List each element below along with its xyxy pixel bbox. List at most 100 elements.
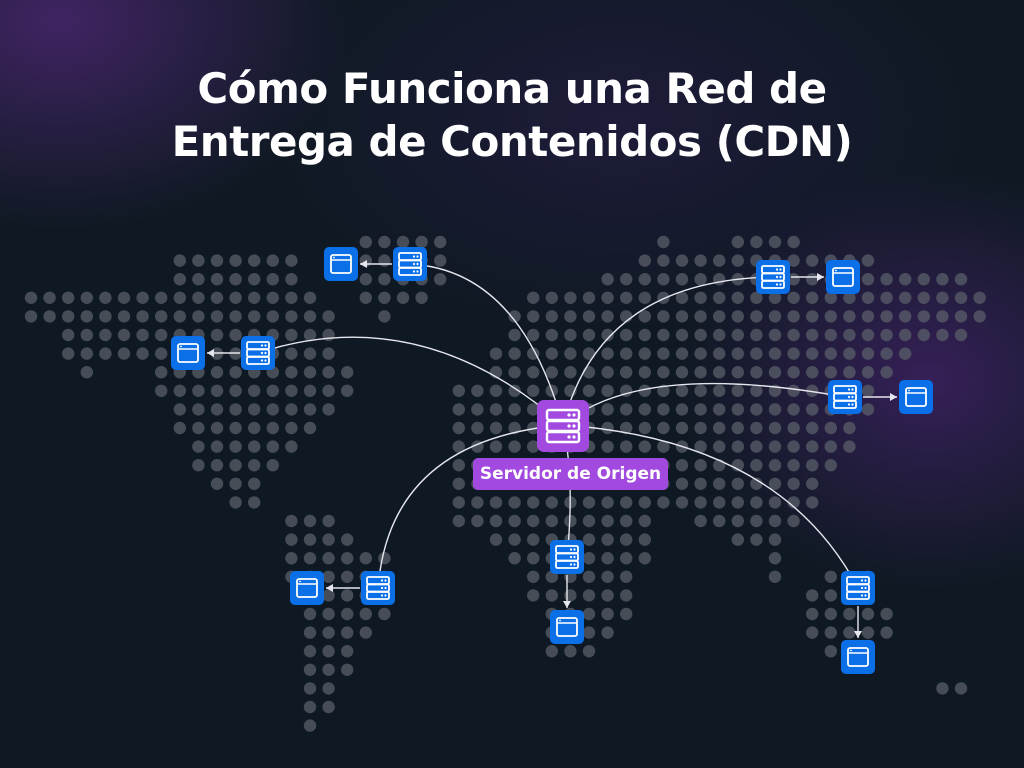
map-dot [117,291,131,304]
arrow-head [890,393,897,401]
map-dot [527,384,540,397]
map-dot [489,514,503,528]
map-dot [954,328,968,342]
map-dot [694,384,707,397]
map-dot [80,310,94,323]
map-dot [545,347,558,360]
map-dot [601,514,614,528]
edge-server-asia-east [828,380,862,414]
map-dot [117,347,131,360]
map-dot [638,514,651,528]
map-dot [768,328,782,342]
map-dot [601,440,614,453]
map-dot [173,421,186,435]
map-dot [582,645,596,658]
map-dot [601,421,614,435]
map-dot [471,514,484,528]
map-dot [750,347,763,360]
edge-server-africa [550,540,584,574]
map-dot [675,366,689,379]
map-dot [527,440,540,453]
map-dot [861,328,875,342]
map-dot [210,291,224,304]
map-dot [861,273,875,286]
map-dot [210,403,224,416]
map-dot [378,273,391,286]
map-dot [694,496,707,509]
map-dot [601,589,614,602]
map-dot [285,310,298,323]
map-dot [210,254,224,267]
map-dot [248,496,261,509]
map-dot [508,366,521,379]
map-dot [843,347,856,360]
map-dot [489,496,503,509]
map-dot [675,403,689,416]
map-dot [80,347,94,360]
map-dot [341,366,354,379]
map-dot [527,514,540,528]
map-dot [880,347,893,360]
map-dot [694,273,707,286]
map-dot [322,384,335,397]
map-dot [787,514,800,528]
map-dot [843,607,856,621]
map-dot [99,310,112,323]
map-dot [880,310,893,323]
map-dot [322,570,335,583]
map-dot [210,328,224,342]
map-dot [768,440,782,453]
edge-server-north-america-north [393,247,427,281]
map-dot [303,626,317,639]
map-dot [489,347,503,360]
map-dot [303,700,317,714]
map-dot [675,273,689,286]
map-dot [638,440,651,453]
map-dot [806,607,819,621]
client-browser-africa [550,610,584,644]
map-dot [713,291,726,304]
map-dot [675,421,689,435]
map-dot [787,440,800,453]
map-dot [285,328,298,342]
map-dot [675,291,689,304]
map-dot [155,384,168,397]
map-dot [210,440,224,453]
map-dot [787,384,800,397]
map-dot [675,254,689,267]
map-dot [657,254,670,267]
map-dot [396,235,410,249]
map-dot [787,366,800,379]
map-dot [359,291,372,304]
origin-server-node [537,400,589,452]
map-dot [936,273,949,286]
map-dot [136,347,149,360]
map-dot [936,682,949,695]
map-dot [638,273,651,286]
map-dot [452,477,465,490]
map-dot [843,421,856,435]
map-dot [341,533,354,546]
browser-window-icon [296,578,318,598]
map-dot [620,347,633,360]
map-dot [210,421,224,435]
map-dot [285,421,298,435]
map-dot [61,291,75,304]
map-dot [638,403,651,416]
map-dot [303,533,317,546]
map-dot [545,589,558,602]
map-dot [638,366,651,379]
map-dot [917,328,930,342]
map-dot [954,310,968,323]
map-dot [768,477,782,490]
map-dot [713,366,726,379]
map-dot [564,291,577,304]
map-dot [731,291,744,304]
map-dot [638,384,651,397]
map-dot [787,496,800,509]
map-dot [750,459,763,472]
map-dot [601,570,614,583]
map-dot [601,328,614,342]
map-dot [248,403,261,416]
map-dot [582,328,596,342]
